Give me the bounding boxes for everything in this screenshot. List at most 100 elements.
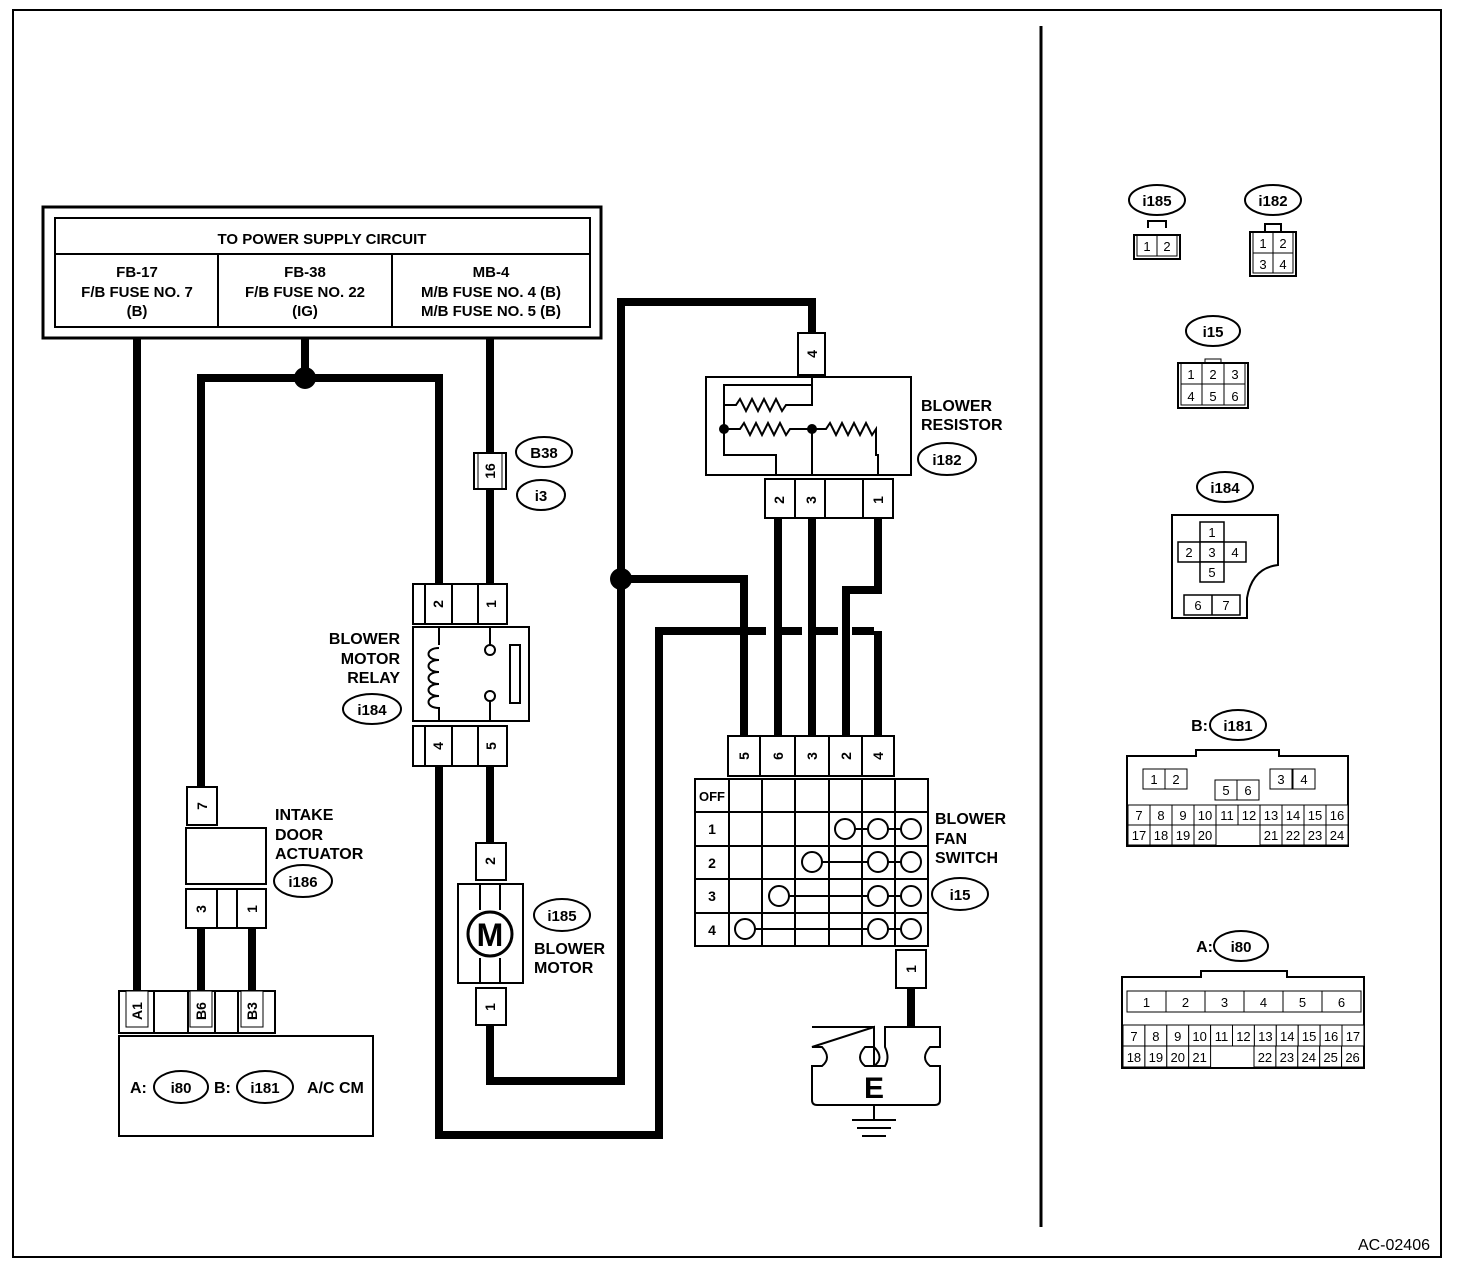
view-i80-pin-13: 13	[1258, 1029, 1272, 1044]
view-i184-pin4: 4	[1231, 545, 1238, 560]
view-i15-name: i15	[1203, 324, 1224, 341]
view-i181-name: i181	[1223, 718, 1252, 735]
view-i80-pin-21: 21	[1192, 1050, 1206, 1065]
view-i181-pin-14: 14	[1286, 808, 1300, 823]
acm-b-connector: i181	[250, 1080, 279, 1097]
view-i80-pin-1: 1	[1143, 995, 1150, 1010]
blower-resistor-label2: RESISTOR	[921, 417, 1003, 434]
motor-pin-1: 1	[482, 1003, 498, 1011]
view-i182-name: i182	[1258, 193, 1287, 210]
view-i181-prefix: B:	[1191, 718, 1208, 735]
view-i181-pin-8: 8	[1157, 808, 1164, 823]
view-i181-pin-9: 9	[1179, 808, 1186, 823]
relay-pin-1: 1	[483, 600, 499, 608]
view-i15-pin3: 3	[1231, 367, 1238, 382]
view-i181-pin-6: 6	[1244, 783, 1251, 798]
view-i80-pin-26-cell	[1341, 1045, 1364, 1068]
view-i80-pin-5: 5	[1299, 995, 1306, 1010]
acm-label: A/C CM	[307, 1080, 364, 1097]
fuse-fb38-desc: F/B FUSE NO. 22	[245, 284, 365, 301]
fuse-fb17-desc: F/B FUSE NO. 7	[81, 284, 193, 301]
blower-motor: 2 M 1 i185 BLOWER MOTOR	[457, 842, 606, 1026]
acm-pin-b6: B6	[193, 1002, 209, 1020]
connector-view-i184: i184 1 2 3 4 5 6 7	[1171, 471, 1279, 619]
view-i181-pin-19: 19	[1176, 828, 1190, 843]
motor-label1: BLOWER	[534, 941, 606, 958]
view-i181-pin-24-cell	[1325, 824, 1349, 846]
actuator-connector: i186	[288, 874, 317, 891]
view-i184-pin5: 5	[1208, 565, 1215, 580]
view-i182-pin4: 4	[1279, 257, 1286, 272]
switch-row-3: 3	[708, 888, 716, 904]
wire-junction-switch5	[621, 575, 748, 736]
view-i15-pin5: 5	[1209, 389, 1216, 404]
actuator-label3: ACTUATOR	[275, 846, 364, 863]
view-i80-pin-10: 10	[1192, 1029, 1206, 1044]
resistor-network	[723, 375, 879, 475]
switch-pin-5: 5	[736, 752, 752, 760]
blower-resistor-label1: BLOWER	[921, 398, 993, 415]
switch-row-1: 1	[708, 821, 716, 837]
view-i181-pin-1: 1	[1150, 772, 1157, 787]
view-i80-pin-2: 2	[1182, 995, 1189, 1010]
view-i15-pin4: 4	[1187, 389, 1194, 404]
view-i182-pin3: 3	[1259, 257, 1266, 272]
view-i182-pin2: 2	[1279, 236, 1286, 251]
motor-symbol: M	[477, 917, 504, 953]
view-i184-name: i184	[1210, 480, 1240, 497]
view-i182-pin1: 1	[1259, 236, 1266, 251]
view-i184-pin6: 6	[1194, 598, 1201, 613]
view-i181-pin-7: 7	[1135, 808, 1142, 823]
view-i181-pin-21: 21	[1264, 828, 1278, 843]
joint-pin-16: 16	[482, 463, 498, 479]
fuse-mb4-desc2: M/B FUSE NO. 5 (B)	[421, 303, 561, 320]
power-supply-box: TO POWER SUPPLY CIRCUIT FB-17 F/B FUSE N…	[41, 205, 603, 340]
fuse-fb38-code: FB-38	[284, 264, 326, 281]
view-i80-pin-11: 11	[1215, 1029, 1229, 1044]
view-i80-pin-21-cell	[1188, 1045, 1212, 1068]
diagram-frame	[12, 9, 1442, 1258]
actuator-label1: INTAKE	[275, 807, 334, 824]
junction-fb38	[294, 367, 316, 389]
relay-pin-4: 4	[430, 742, 446, 750]
view-i181-pin-18: 18	[1154, 828, 1168, 843]
relay-coil-loops	[427, 647, 440, 709]
view-i181-pin-16: 16	[1330, 808, 1344, 823]
wire-motor-loop	[486, 298, 816, 1085]
view-i181-pin-13: 13	[1264, 808, 1278, 823]
switch-label1: BLOWER	[935, 811, 1007, 828]
acm-a-prefix: A:	[130, 1080, 147, 1097]
relay-pin-2: 2	[430, 600, 446, 608]
switch-label2: FAN	[935, 831, 967, 848]
view-i80-pin-3: 3	[1221, 995, 1228, 1010]
view-i80-pin-15: 15	[1302, 1029, 1316, 1044]
view-i185-pin1: 1	[1143, 239, 1150, 254]
view-i181-pin-4-cell	[1292, 768, 1316, 790]
view-i181-pin-22: 22	[1286, 828, 1300, 843]
resistor-pin-4: 4	[804, 350, 820, 358]
view-i80-pin-22: 22	[1258, 1050, 1272, 1065]
resistor-pin-2: 2	[771, 496, 787, 504]
view-i181-pin-23: 23	[1308, 828, 1322, 843]
relay-label2: MOTOR	[341, 651, 401, 668]
figure-id: AC-02406	[1358, 1237, 1430, 1254]
fuse-mb4-desc: M/B FUSE NO. 4 (B)	[421, 284, 561, 301]
fuse-fb17-type: (B)	[127, 303, 148, 320]
view-i80-pin-24: 24	[1302, 1050, 1316, 1065]
switch-pin-6: 6	[770, 752, 786, 760]
view-i184-pin1: 1	[1208, 525, 1215, 540]
switch-row-4: 4	[708, 922, 716, 938]
relay-pin-5: 5	[483, 742, 499, 750]
joint-connector-i3: i3	[535, 488, 548, 505]
view-i181-pin-2-cell	[1164, 768, 1188, 790]
acm-pin-b3: B3	[244, 1002, 260, 1020]
view-i80-pin-25: 25	[1323, 1050, 1337, 1065]
view-i181-pin-10: 10	[1198, 808, 1212, 823]
view-i80-pin-8: 8	[1152, 1029, 1159, 1044]
view-i181-pin-15: 15	[1308, 808, 1322, 823]
relay-coil	[438, 627, 491, 721]
power-supply-title: TO POWER SUPPLY CIRCUIT	[218, 231, 427, 248]
wire-fb38-actuator	[197, 374, 305, 787]
switch-pin-3: 3	[804, 752, 820, 760]
